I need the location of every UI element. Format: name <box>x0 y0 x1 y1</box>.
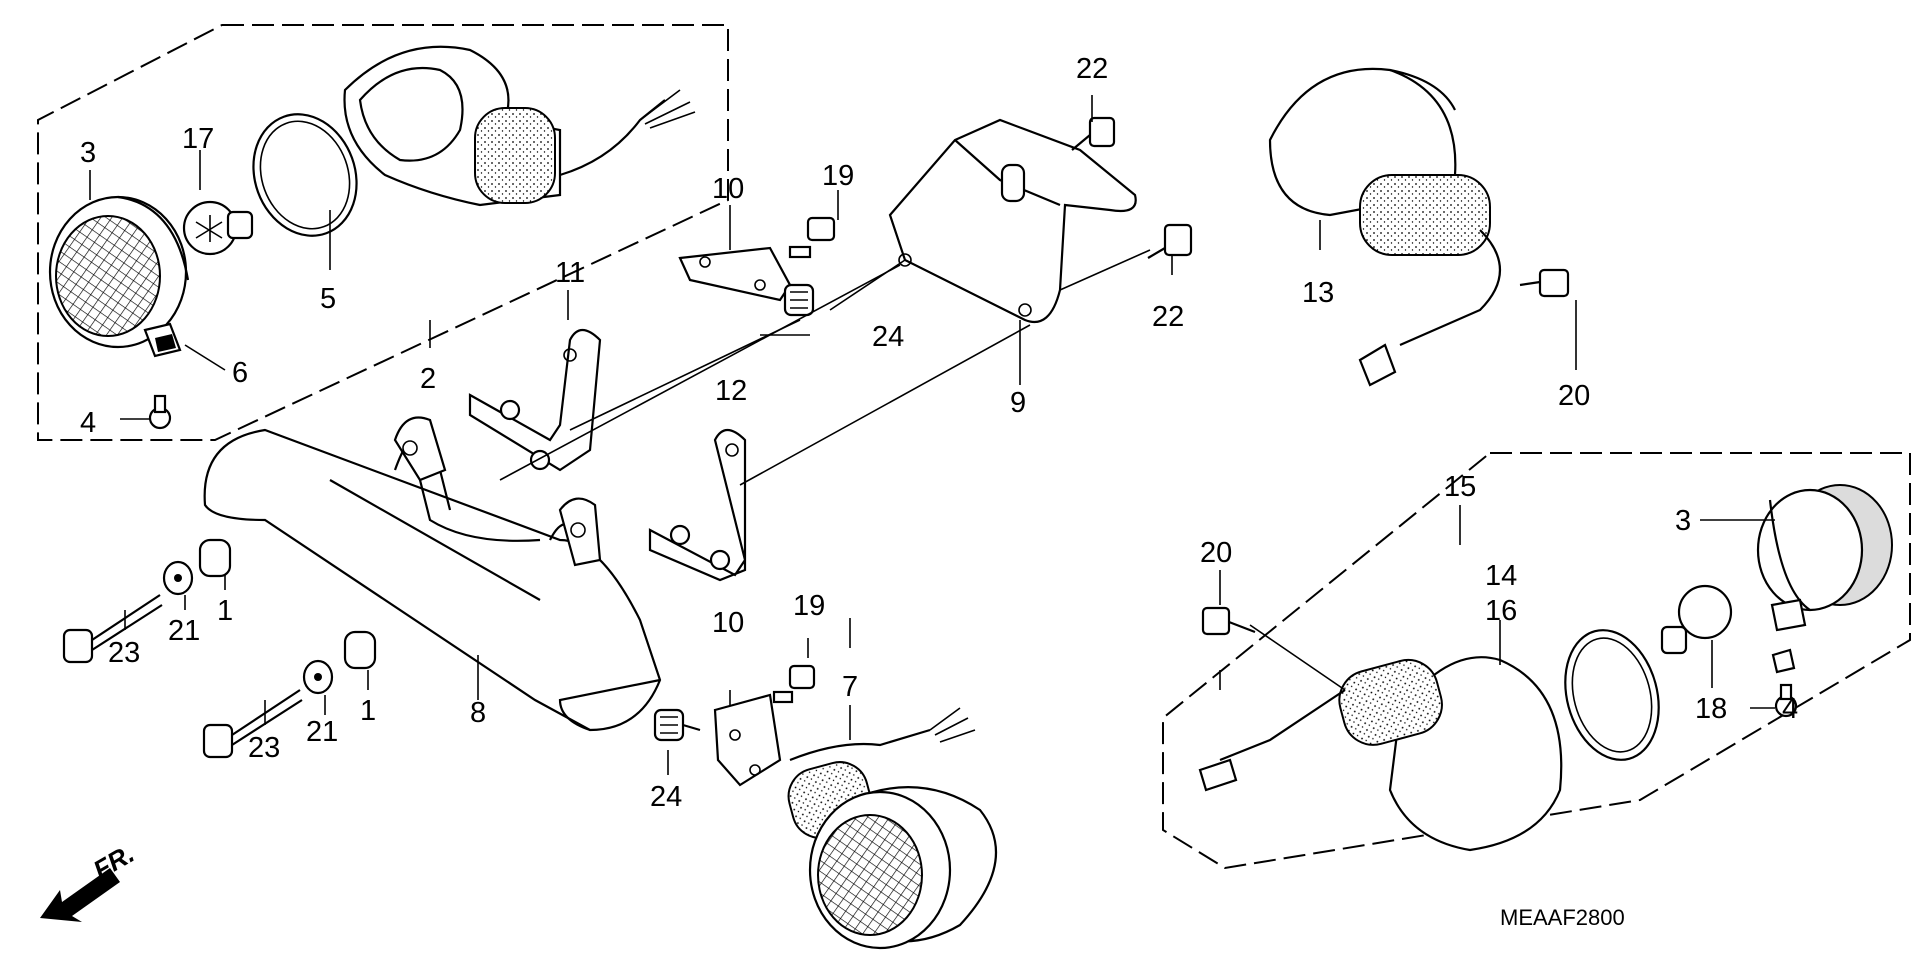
bracket-10-top <box>678 246 792 302</box>
socket-nut-6 <box>143 322 182 358</box>
callout-21-upper: 21 <box>168 615 200 647</box>
washer-21-upper <box>162 560 194 596</box>
callout-12: 12 <box>715 375 747 407</box>
bulb-17 <box>182 200 254 256</box>
bracket-10-bottom <box>713 693 782 787</box>
callout-5: 5 <box>320 283 336 315</box>
callout-4-top: 4 <box>80 407 96 439</box>
callout-23-lower: 23 <box>248 732 280 764</box>
callout-1-lower: 1 <box>360 695 376 727</box>
callouts: 3 17 5 6 4 2 11 10 19 24 12 22 22 9 13 2… <box>80 53 1798 813</box>
callout-3-top: 3 <box>80 137 96 169</box>
bolt-22-top <box>1071 116 1116 151</box>
bolt-23-lower <box>202 689 303 759</box>
callout-22-right: 22 <box>1152 301 1184 333</box>
turn-signal-lens-3-top <box>48 195 190 349</box>
callout-20-top: 20 <box>1558 380 1590 412</box>
bracket-11 <box>468 328 602 472</box>
callout-16: 16 <box>1485 595 1517 627</box>
collar-1-upper <box>198 538 232 578</box>
assembly-guide-lines <box>499 249 1346 691</box>
gasket-5 <box>252 113 358 237</box>
turn-signal-13 <box>1268 67 1570 387</box>
callout-19-bottom: 19 <box>793 590 825 622</box>
screw-4-top <box>148 394 172 430</box>
callout-9: 9 <box>1010 387 1026 419</box>
callout-23-upper: 23 <box>108 637 140 669</box>
turn-signal-7 <box>787 707 998 950</box>
callout-8: 8 <box>470 697 486 729</box>
callout-10-top: 10 <box>712 173 744 205</box>
turn-signal-lens-3-right <box>1756 484 1893 632</box>
callout-20-bottom: 20 <box>1200 537 1232 569</box>
gasket-right <box>1564 629 1660 761</box>
diagram-code: MEAAF2800 <box>1500 905 1625 930</box>
callout-1-upper: 1 <box>217 595 233 627</box>
callout-13: 13 <box>1302 277 1334 309</box>
callout-11: 11 <box>555 257 585 289</box>
callout-24-bottom: 24 <box>650 781 682 813</box>
callout-15: 15 <box>1444 471 1476 503</box>
front-direction-arrow: FR. <box>40 838 139 922</box>
callout-10-bottom: 10 <box>712 607 744 639</box>
callout-2: 2 <box>420 363 436 395</box>
bracket-8 <box>203 416 662 732</box>
callout-4-right: 4 <box>1782 693 1798 725</box>
turn-signal-14-16 <box>1198 606 1563 852</box>
screw-4-right <box>1771 648 1798 718</box>
license-bracket-9 <box>888 118 1137 323</box>
bolt-19-bottom <box>772 664 816 704</box>
bolt-23-upper <box>62 594 163 664</box>
bolt-22-right <box>1147 223 1193 259</box>
callout-6: 6 <box>232 357 248 389</box>
callout-17: 17 <box>182 123 214 155</box>
callout-19-top: 19 <box>822 160 854 192</box>
washer-21-lower <box>302 659 334 695</box>
callout-21-lower: 21 <box>306 716 338 748</box>
bolt-19-top <box>788 216 836 259</box>
assembly-box-left-turn-signal <box>37 24 729 441</box>
callout-18: 18 <box>1695 693 1727 725</box>
bracket-12 <box>648 428 747 582</box>
bolt-24-top <box>783 283 815 317</box>
turn-signal-housing-top <box>343 45 696 207</box>
callout-24-top: 24 <box>872 321 904 353</box>
collar-1-lower <box>343 630 377 670</box>
bolt-24-bottom <box>653 708 701 742</box>
callout-14: 14 <box>1485 560 1517 592</box>
callout-22-top: 22 <box>1076 53 1108 85</box>
bulb-18 <box>1660 584 1733 655</box>
callout-3-right: 3 <box>1675 505 1691 537</box>
callout-7: 7 <box>842 671 858 703</box>
